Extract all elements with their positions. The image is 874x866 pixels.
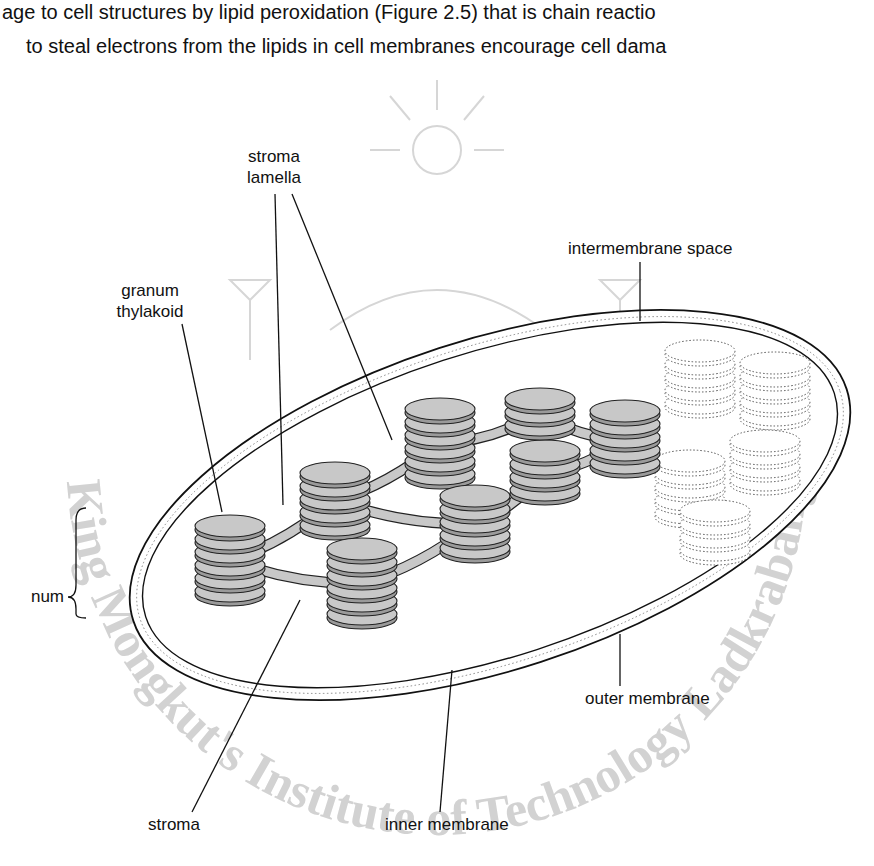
thylakoid-disc [300, 462, 370, 484]
granum-stack-hidden [680, 500, 750, 565]
leader-line [440, 670, 452, 812]
part-label: stroma [148, 814, 200, 835]
leader-line [182, 324, 222, 512]
granum-stack [327, 538, 397, 629]
granum-stack-hidden [740, 352, 810, 430]
outer-membrane [82, 232, 874, 778]
leader-line [639, 262, 640, 321]
thylakoid-disc [680, 500, 750, 522]
chloroplast [82, 232, 874, 778]
part-label: inner membrane [385, 814, 509, 835]
part-label: stroma lamella [247, 146, 301, 188]
thylakoid-disc [665, 340, 735, 362]
seal-rays [370, 80, 504, 150]
part-label: granum thylakoid [116, 280, 183, 322]
leader-line [292, 194, 392, 440]
thylakoid-disc [195, 515, 265, 537]
stroma-lamellae [230, 414, 625, 584]
granum-stack [195, 515, 265, 606]
thylakoid-disc [510, 440, 580, 462]
thylakoid-disc [505, 388, 575, 410]
thylakoid-disc [440, 485, 510, 507]
leader-lines [68, 194, 640, 812]
leader-line [192, 600, 300, 812]
inner-membrane [99, 249, 874, 762]
granum-stack [405, 398, 475, 489]
granum-stack-hidden [665, 340, 735, 418]
granum-stack [300, 462, 370, 540]
granum-stack [590, 400, 660, 478]
thylakoid-disc [730, 430, 800, 452]
intermembrane-space [91, 241, 874, 769]
thylakoid-disc [405, 398, 475, 420]
body-text: age to cell structures by lipid peroxida… [2, 0, 656, 24]
thylakoid-disc [590, 400, 660, 422]
granum-stack [510, 440, 580, 505]
granum-stack-hidden [730, 430, 800, 495]
part-label: outer membrane [585, 688, 710, 709]
leader-line [619, 634, 620, 686]
granum-stack [440, 485, 510, 563]
seal-sun [413, 126, 461, 174]
bracket [68, 508, 86, 618]
chloroplast-envelope [82, 232, 874, 778]
thylakoid-disc [655, 450, 725, 472]
part-label: num [31, 586, 64, 607]
body-text: to steal electrons from the lipids in ce… [26, 34, 666, 58]
granum-stack [505, 388, 575, 440]
thylakoid-disc [327, 538, 397, 560]
leader-line [275, 194, 283, 505]
part-label: intermembrane space [568, 238, 732, 259]
thylakoid-disc [740, 352, 810, 374]
